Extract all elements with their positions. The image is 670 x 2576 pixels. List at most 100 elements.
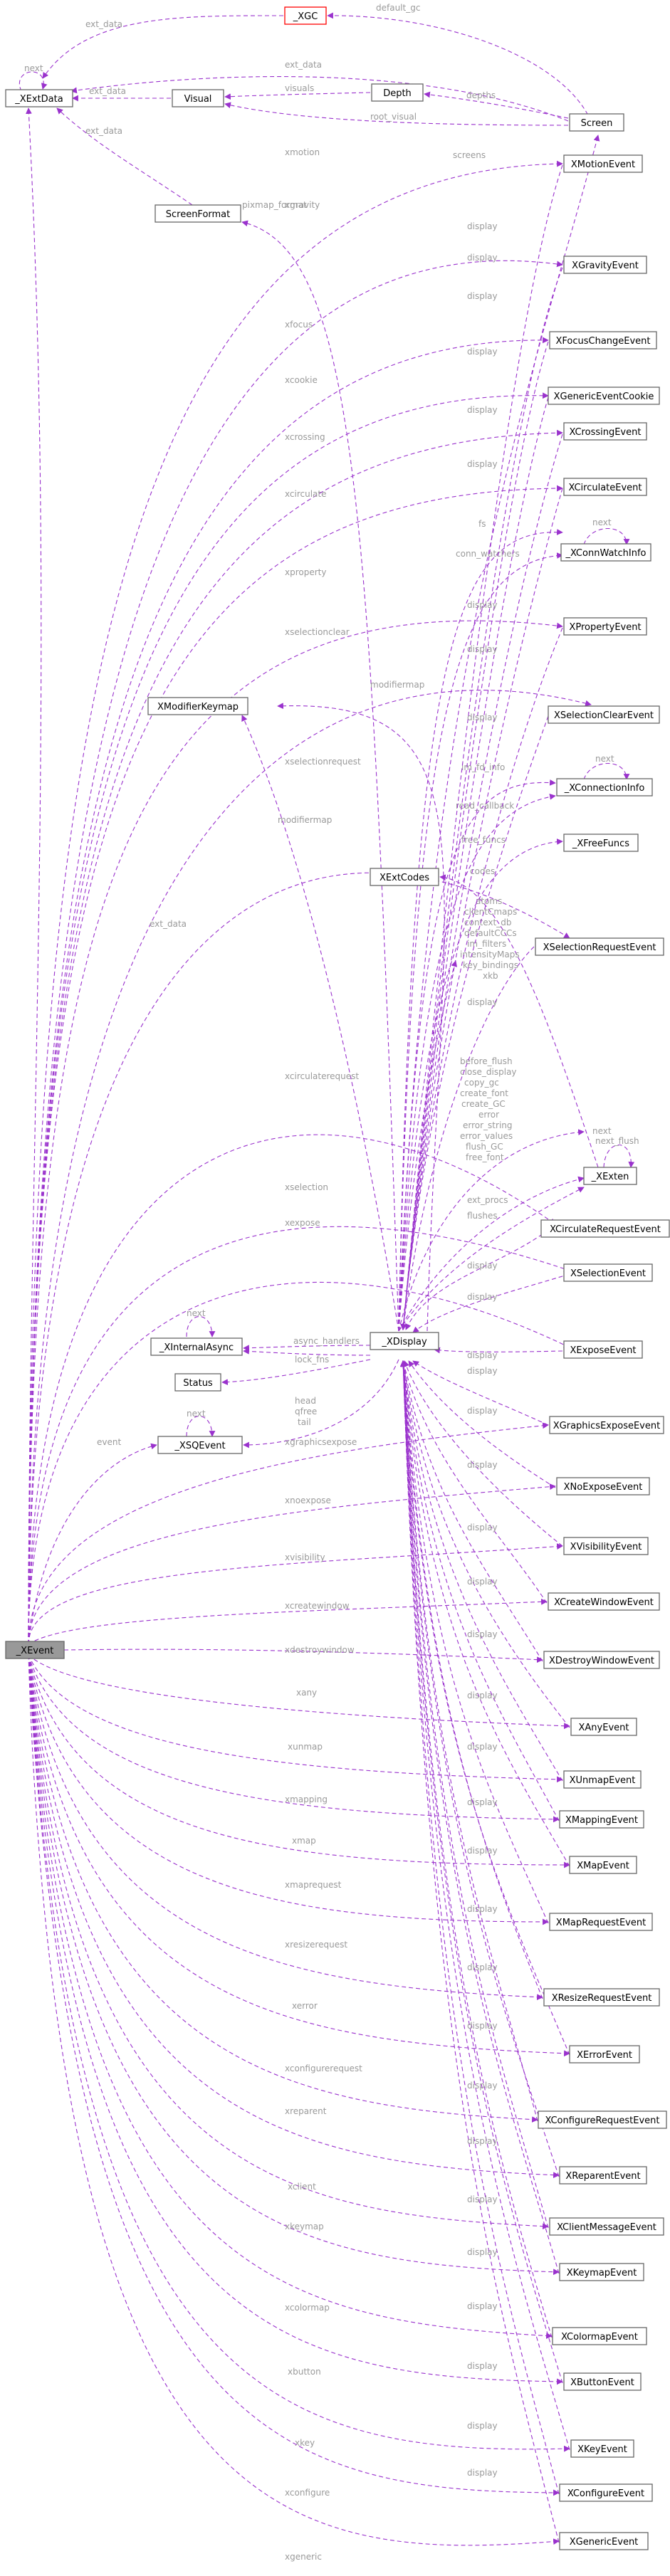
edge-label-display-12: display [467, 1292, 498, 1302]
node-screen[interactable]: Screen [569, 113, 624, 132]
edge-label-xmaprequest: xmaprequest [285, 1880, 342, 1890]
edge-label-display-23: display [467, 1846, 498, 1856]
edge-label-codes: codes [470, 866, 495, 876]
edge-xreparent: xreparent [28, 1654, 560, 2179]
node-xextdata[interactable]: _XExtData [5, 89, 73, 107]
node-xgenericevent-label: XGenericEvent [570, 2537, 639, 2548]
node-xcreatewindowevent[interactable]: XCreateWindowEvent [548, 1592, 660, 1611]
edge-label-display-9: display [467, 713, 498, 722]
node-xfocuschangeevent[interactable]: XFocusChangeEvent [549, 331, 657, 349]
node-xclientmessageevent[interactable]: XClientMessageEvent [549, 2217, 664, 2236]
node-xdestroywindowevent[interactable]: XDestroyWindowEvent [543, 1651, 660, 1669]
edge-label-xcookie: xcookie [285, 375, 318, 385]
node-xevent[interactable]: _XEvent [5, 1641, 65, 1659]
node-xconfigureevent-label: XConfigureEvent [567, 2488, 644, 2499]
edge-xgravity: xgravity [28, 200, 563, 1645]
node-xdisplay-label: _XDisplay [381, 1337, 427, 1347]
edge-label-xerror: xerror [292, 2001, 318, 2011]
edge-label-pixmap-format: pixmap_format [242, 200, 307, 210]
node-xpropertyevent-label: XPropertyEvent [569, 622, 641, 633]
node-xvisibilityevent[interactable]: XVisibilityEvent [563, 1537, 649, 1555]
edge-async-handlers: async_handlers [243, 1336, 371, 1352]
node-xmapevent[interactable]: XMapEvent [569, 1856, 637, 1874]
node-xselectionevent[interactable]: XSelectionEvent [563, 1263, 653, 1282]
node-xcolormapevent[interactable]: XColormapEvent [552, 2327, 647, 2345]
node-xsqevent[interactable]: _XSQEvent [157, 1436, 243, 1454]
node-xconnwatchinfo-label: _XConnWatchInfo [565, 548, 646, 559]
node-xkeyevent[interactable]: XKeyEvent [570, 2439, 634, 2458]
edge-label-xbutton: xbutton [288, 2367, 321, 2377]
node-xvisibilityevent-label: XVisibilityEvent [570, 1542, 642, 1552]
node-xgraphicsexposeevent[interactable]: XGraphicsExposeEvent [549, 1416, 664, 1434]
edge-label-xfocus: xfocus [285, 320, 313, 330]
edge-xkey: xkey [28, 1654, 570, 2452]
node-screenformat[interactable]: ScreenFormat [155, 204, 241, 223]
edge-label-display-25: display [467, 1962, 498, 1972]
node-xselectionrequestevent[interactable]: XSelectionRequestEvent [535, 937, 664, 956]
node-xgravityevent[interactable]: XGravityEvent [563, 256, 647, 274]
node-xinternalasync-label: _XInternalAsync [159, 1342, 234, 1353]
node-xreparentevent[interactable]: XReparentEvent [559, 2166, 647, 2185]
node-xconfigureevent[interactable]: XConfigureEvent [559, 2483, 653, 2502]
node-xdisplay[interactable]: _XDisplay [370, 1332, 439, 1350]
edge-label-display-6: display [467, 459, 498, 469]
node-xanyevent[interactable]: XAnyEvent [570, 1718, 637, 1736]
edge-label-xexpose: xexpose [285, 1218, 320, 1228]
edge-label-display-fields-6: key_bindings [463, 960, 518, 970]
edge-xunmap: xunmap [28, 1654, 563, 1783]
edge-exten-fields: before_flush close_display copy_gc creat… [398, 1056, 585, 1332]
node-xconfigurerequestevent[interactable]: XConfigureRequestEvent [538, 2110, 667, 2129]
node-xcirculateevent[interactable]: XCirculateEvent [563, 478, 647, 496]
node-xmodifierkeymap[interactable]: XModifierKeymap [147, 697, 248, 715]
node-visual[interactable]: Visual [172, 89, 224, 107]
node-xextcodes[interactable]: XExtCodes [370, 868, 439, 886]
edge-queue: head qfree tail [243, 1359, 399, 1449]
node-xmotionevent[interactable]: XMotionEvent [563, 154, 643, 173]
node-xevent-label: _XEvent [16, 1646, 54, 1656]
edge-label-xconfigurerequest: xconfigurerequest [285, 2064, 362, 2073]
node-xcrossingevent[interactable]: XCrossingEvent [563, 422, 647, 441]
edge-label-exten-fields-8: flush_GC [466, 1142, 503, 1152]
edge-xgeneric: xgeneric [28, 1654, 560, 2562]
edge-im-fd-info: im_fd_info [398, 762, 556, 1332]
node-xkeymapevent[interactable]: XKeymapEvent [559, 2263, 644, 2281]
node-xexposeevent[interactable]: XExposeEvent [563, 1340, 643, 1359]
node-xcolormapevent-label: XColormapEvent [561, 2332, 638, 2343]
edge-label-queue-1: qfree [295, 1407, 317, 1416]
edge-xextdata-next: next [19, 63, 48, 92]
edge-label-display-16: display [467, 1460, 498, 1470]
node-xunmapevent[interactable]: XUnmapEvent [563, 1770, 642, 1789]
edge-label-xkey: xkey [295, 2438, 315, 2448]
node-xexten-label: _XExten [591, 1172, 629, 1182]
node-xmaprequestevent[interactable]: XMapRequestEvent [549, 1913, 653, 1931]
node-xgc[interactable]: _XGC [284, 6, 327, 25]
node-depth[interactable]: Depth [371, 83, 424, 102]
node-xcirculaterequestevent[interactable]: XCirculateRequestEvent [540, 1219, 670, 1238]
edge-xselectionclear: xselectionclear [28, 627, 592, 1645]
node-xinternalasync[interactable]: _XInternalAsync [150, 1337, 243, 1356]
edges: default_gc ext_data next ext_data ext_da… [19, 3, 639, 2562]
node-status[interactable]: Status [174, 1373, 221, 1392]
node-xselectionclearevent[interactable]: XSelectionClearEvent [548, 705, 660, 724]
edge-xcirculate: xcirculate [28, 485, 563, 1645]
node-xerrorevent[interactable]: XErrorEvent [569, 2045, 640, 2064]
node-xexten[interactable]: _XExten [583, 1167, 637, 1185]
node-xfreefuncs[interactable]: _XFreeFuncs [563, 834, 639, 852]
node-xmappingevent[interactable]: XMappingEvent [559, 1810, 644, 1829]
edge-label-im-fd-info: im_fd_info [461, 762, 505, 772]
edge-label-xcolormap: xcolormap [285, 2303, 330, 2313]
edge-xmotion: xmotion [28, 147, 563, 1645]
edge-label-exten-fields-1: close_display [460, 1067, 517, 1077]
node-xpropertyevent[interactable]: XPropertyEvent [563, 617, 647, 636]
node-xbuttonevent[interactable]: XButtonEvent [563, 2372, 642, 2391]
node-xresizerequestevent[interactable]: XResizeRequestEvent [543, 1988, 660, 2007]
node-xconnwatchinfo[interactable]: _XConnWatchInfo [560, 543, 651, 562]
node-xerrorevent-label: XErrorEvent [577, 2050, 632, 2061]
node-xgenericeventcookie[interactable]: XGenericEventCookie [548, 387, 660, 405]
node-xnoexposeevent[interactable]: XNoExposeEvent [556, 1477, 650, 1495]
edge-xinternalasync-next: next [186, 1308, 216, 1337]
node-xgenericevent[interactable]: XGenericEvent [559, 2532, 649, 2550]
node-xconnectioninfo[interactable]: _XConnectionInfo [556, 778, 653, 797]
node-xsqevent-label: _XSQEvent [174, 1441, 225, 1451]
